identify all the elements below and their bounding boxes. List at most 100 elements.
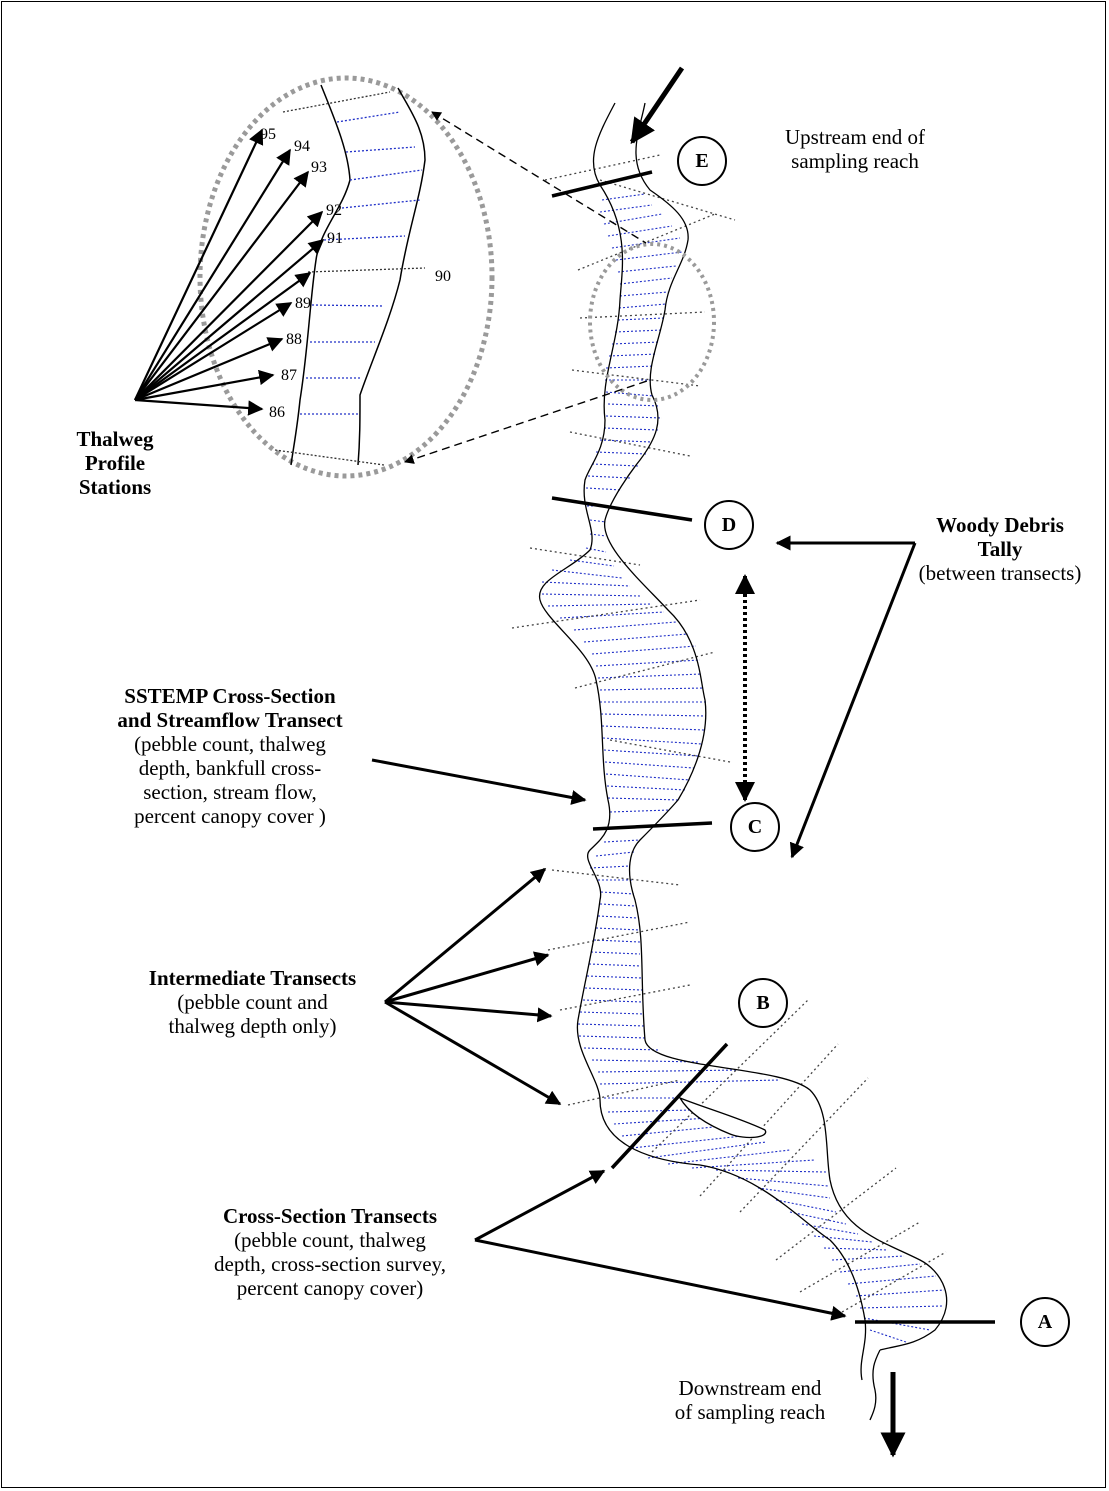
intermediate-transect xyxy=(571,369,701,387)
station-90: 90 xyxy=(435,268,451,285)
channel-hatch-lines xyxy=(541,193,945,1343)
hatch-line xyxy=(541,593,641,597)
hatch-line xyxy=(614,329,663,333)
hatch-line xyxy=(839,1263,921,1273)
intermediate-transect xyxy=(599,179,736,221)
hatch-line xyxy=(589,519,607,523)
hatch-line xyxy=(591,463,639,467)
intermediate-transect-lines xyxy=(511,154,947,1313)
detail-blue-line xyxy=(341,199,421,209)
hatch-line xyxy=(582,999,644,1003)
right-bank-line xyxy=(604,102,948,1351)
hatch-line xyxy=(599,903,637,907)
station-95: 95 xyxy=(260,126,276,143)
hatch-line xyxy=(831,1255,905,1261)
detail-blue-line xyxy=(349,169,423,181)
transect-a-circle: A xyxy=(1020,1297,1070,1347)
thalweg-arrow xyxy=(134,302,293,401)
intermediate-transect xyxy=(551,869,681,886)
transect-e-line xyxy=(551,170,653,198)
hatch-line xyxy=(599,204,653,213)
thalweg-arrow xyxy=(134,369,275,402)
hatch-line xyxy=(585,547,607,553)
hatch-line xyxy=(587,475,631,479)
hatch-line xyxy=(578,1035,647,1039)
detail-left-bank xyxy=(290,84,351,466)
downstream-left-bank xyxy=(860,1319,867,1381)
hatch-line xyxy=(606,785,687,791)
thalweg-arrow xyxy=(134,148,291,401)
transect-b-circle: B xyxy=(738,978,788,1028)
hatch-line xyxy=(813,1235,873,1243)
hatch-line xyxy=(600,713,707,717)
transect-d-circle: D xyxy=(704,500,754,550)
intermediate-transect xyxy=(579,311,706,319)
hatch-line xyxy=(618,303,667,309)
hatch-line xyxy=(573,621,677,631)
detail-blue-line xyxy=(336,111,401,123)
thalweg-arrow xyxy=(134,210,324,401)
hatch-line xyxy=(869,1329,907,1343)
hatch-line xyxy=(577,1023,646,1027)
hatch-line xyxy=(607,1109,693,1113)
hatch-line xyxy=(601,725,705,731)
intermediate-transect xyxy=(841,1251,947,1313)
transect-d-line xyxy=(551,496,693,522)
hatch-line xyxy=(597,673,703,679)
hatch-line xyxy=(847,1275,937,1285)
station-93: 93 xyxy=(311,159,327,176)
hatch-line xyxy=(586,975,643,979)
station-91: 91 xyxy=(327,230,343,247)
hatch-line xyxy=(715,1169,827,1173)
hatch-line xyxy=(607,797,681,801)
hatch-line xyxy=(601,193,646,201)
intermediate-label: Intermediate Transects (pebble count and… xyxy=(148,966,357,1038)
intermediate-transect xyxy=(799,1221,921,1293)
sstemp-arrow xyxy=(371,758,587,805)
hatch-line xyxy=(597,915,639,919)
hatch-line xyxy=(863,1317,931,1331)
station-87: 87 xyxy=(281,367,297,384)
hatch-line xyxy=(595,927,641,931)
hatch-line xyxy=(591,645,697,655)
hatch-line xyxy=(593,939,641,943)
intermediate-transect xyxy=(609,739,731,763)
zoom-connector-top xyxy=(431,111,647,244)
transect-c-circle: C xyxy=(730,802,780,852)
hatch-line xyxy=(583,633,689,643)
hatch-line xyxy=(823,1247,889,1251)
hatch-line xyxy=(602,737,703,745)
detail-black-line xyxy=(282,91,391,113)
hatch-line xyxy=(603,427,659,431)
hatch-line xyxy=(597,1069,741,1073)
hatch-line xyxy=(619,277,673,285)
thalweg-arrow xyxy=(134,272,312,401)
intermediate-transect xyxy=(739,1077,869,1213)
thalweg-arrow xyxy=(134,337,284,402)
hatch-line xyxy=(600,891,635,895)
intermediate-arrow-4 xyxy=(384,1000,562,1106)
hatch-line xyxy=(547,603,653,607)
hatch-line xyxy=(583,1047,661,1051)
intermediate-transect xyxy=(699,1043,839,1197)
station-94: 94 xyxy=(294,138,310,155)
downstream-right-bank xyxy=(869,1349,881,1421)
intermediate-transect xyxy=(547,921,691,951)
hatch-line xyxy=(569,559,615,567)
thalweg-arrow xyxy=(134,239,325,401)
transect-e-circle: E xyxy=(677,136,727,186)
hatch-line xyxy=(595,451,647,455)
hatch-line xyxy=(611,341,661,345)
intermediate-transect xyxy=(569,431,691,457)
detail-blue-line xyxy=(345,146,416,153)
intermediate-transect xyxy=(567,1079,681,1106)
thalweg-station-arrows xyxy=(134,128,325,416)
zoom-source-ellipse xyxy=(588,242,716,402)
hatch-line xyxy=(605,415,663,419)
